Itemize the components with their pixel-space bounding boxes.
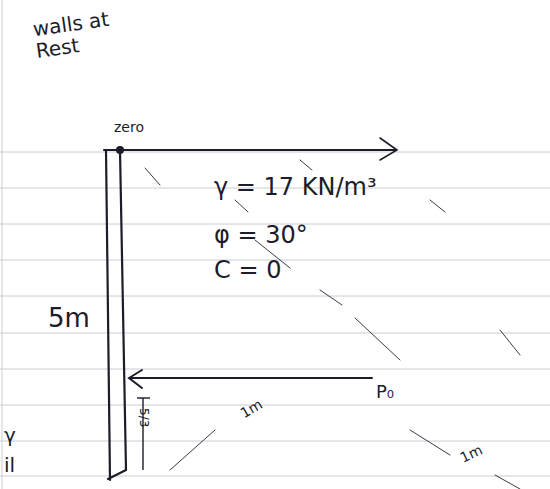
force-arrow: [129, 370, 372, 388]
retaining-wall: [104, 138, 397, 480]
ruled-lines: [0, 152, 550, 476]
distance-label: 1m: [458, 442, 485, 465]
failure-wedge-hatch: [145, 160, 520, 489]
unit-weight: γ = 17 KN/m³: [214, 174, 377, 200]
point-label: zero: [114, 120, 144, 135]
height-dimension-label: 5m: [48, 304, 90, 333]
distance-label: 1m: [238, 397, 265, 422]
note-fragment: γ: [4, 424, 16, 446]
height-dimension: [137, 398, 150, 470]
force-label: P₀: [376, 382, 394, 402]
note-fragment: il: [4, 454, 15, 476]
cohesion: C = 0: [214, 257, 281, 283]
page-heading: walls at Rest: [31, 6, 126, 62]
zero-point: [116, 146, 124, 154]
height-fraction: 5/3: [137, 408, 150, 427]
friction-angle: φ = 30°: [214, 222, 308, 248]
